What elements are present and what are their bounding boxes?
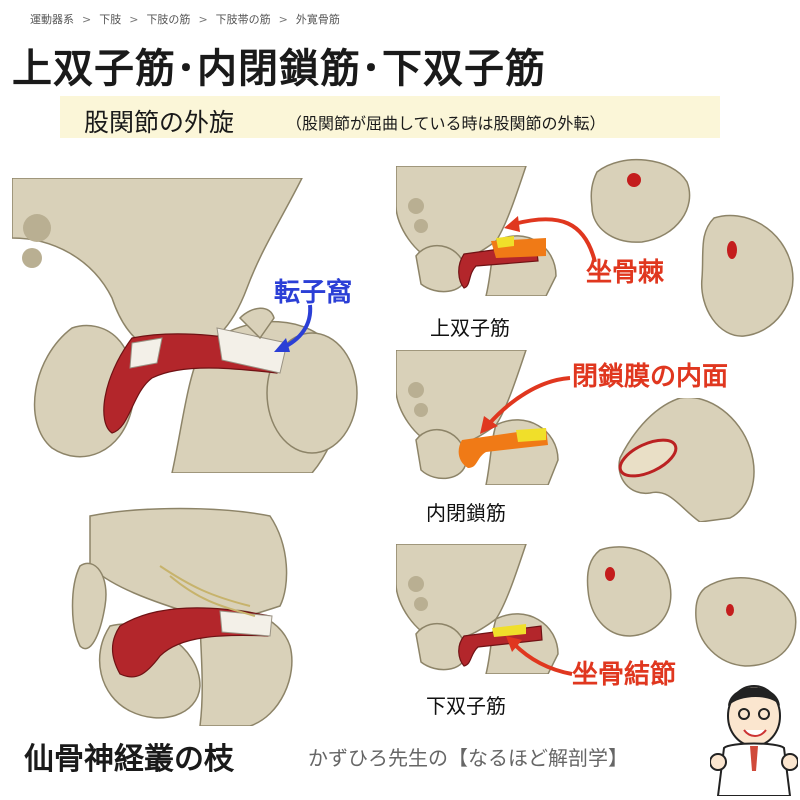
breadcrumb-separator: > — [278, 13, 288, 26]
credit-text: かずひろ先生の【なるほど解剖学】 — [308, 746, 628, 770]
avatar — [710, 685, 798, 796]
breadcrumb-separator: > — [198, 13, 208, 26]
pelvis-side-view-4 — [695, 577, 797, 667]
red-arrow-icon — [480, 376, 571, 434]
superior-gemellus-illustration — [396, 166, 566, 296]
red-arrow-icon — [504, 216, 597, 263]
breadcrumb-separator: > — [82, 13, 92, 26]
label-inferior-gemellus: 下双子筋 — [426, 694, 506, 718]
breadcrumb-separator: > — [129, 13, 139, 26]
label-trochanteric-fossa: 転子窩 — [274, 278, 353, 308]
breadcrumb-item[interactable]: 外寛骨筋 — [295, 13, 340, 26]
breadcrumb: 運動器系 > 下肢 > 下肢の筋 > 下肢帯の筋 > 外寛骨筋 — [30, 11, 340, 27]
breadcrumb-item[interactable]: 下肢 — [99, 13, 122, 26]
page-title: 上双子筋･内閉鎖筋･下双子筋 — [12, 46, 546, 92]
obturator-membrane-view — [618, 398, 755, 522]
breadcrumb-item[interactable]: 下肢の筋 — [146, 13, 191, 26]
pelvis-side-view-3 — [586, 546, 672, 637]
label-sacral-plexus-branch: 仙骨神経叢の枝 — [24, 742, 234, 777]
subtitle-highlight — [60, 96, 720, 138]
pelvis-side-view-1 — [590, 159, 691, 243]
sacral-plexus-illustration — [50, 506, 300, 726]
label-superior-gemellus: 上双子筋 — [430, 316, 510, 340]
label-ischial-tuberosity: 坐骨結節 — [572, 660, 677, 690]
subtitle-note: （股関節が屈曲している時は股関節の外転） — [286, 114, 606, 133]
inferior-gemellus-illustration — [396, 544, 568, 674]
main-hip-illustration — [12, 178, 390, 473]
obturator-internus-illustration — [396, 350, 568, 485]
breadcrumb-item[interactable]: 下肢帯の筋 — [215, 13, 271, 26]
subtitle-main: 股関節の外旋 — [84, 108, 235, 137]
blue-arrow-icon — [274, 304, 313, 352]
label-ischial-spine: 坐骨棘 — [586, 258, 665, 288]
breadcrumb-item[interactable]: 運動器系 — [30, 13, 74, 26]
red-arrow-icon — [506, 636, 573, 676]
label-obturator-internus: 内閉鎖筋 — [426, 501, 506, 525]
pelvis-side-view-2 — [701, 214, 794, 337]
label-obturator-membrane-inner: 閉鎖膜の内面 — [572, 362, 729, 392]
